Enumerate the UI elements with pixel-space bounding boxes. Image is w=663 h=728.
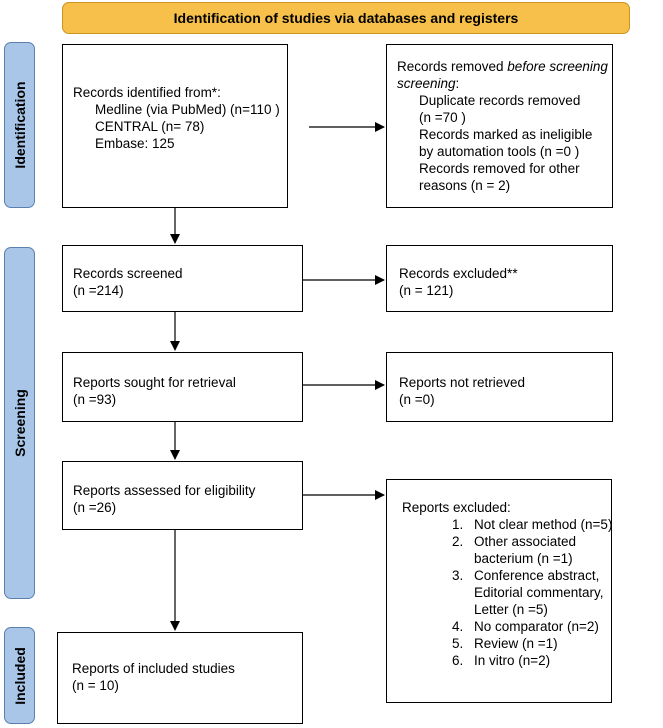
records-identified-box: Records identified from*: Medline (via P… xyxy=(62,44,288,208)
records-removed-title-end: screening: xyxy=(397,76,460,91)
records-excluded-count: (n = 121) xyxy=(399,283,454,298)
reports-sought-label: Reports sought for retrieval xyxy=(73,375,236,390)
exclusion-reason: 3.Conference abstract,Editorial commenta… xyxy=(452,568,604,617)
records-excluded-box: Records excluded** (n = 121) xyxy=(386,245,613,312)
removed-line-5: Records removed for other xyxy=(419,161,580,176)
phase-included: Included xyxy=(4,627,35,724)
exclusion-reasons-list: 1.Not clear method (n=5) 2.Other associa… xyxy=(402,516,613,669)
records-removed-box: Records removed before screening screeni… xyxy=(386,44,613,208)
exclusion-reason: 6.In vitro (n=2) xyxy=(452,653,551,668)
removed-line-1: Duplicate records removed xyxy=(419,93,581,108)
source-embase: Embase: 125 xyxy=(95,136,175,151)
source-medline: Medline (via PubMed) (n=110 ) xyxy=(95,102,280,117)
header-banner: Identification of studies via databases … xyxy=(62,2,630,34)
exclusion-reason: 1.Not clear method (n=5) xyxy=(452,517,613,532)
records-removed-title: Records removed before screening xyxy=(397,59,608,74)
included-studies-count: (n = 10) xyxy=(72,678,119,693)
removed-line-2: (n =70 ) xyxy=(419,110,466,125)
removed-line-3: Records marked as ineligible xyxy=(419,127,593,142)
exclusion-reason: 4.No comparator (n=2) xyxy=(452,619,599,634)
records-identified-title: Records identified from*: xyxy=(73,85,221,100)
reports-assessed-label: Reports assessed for eligibility xyxy=(73,483,256,498)
records-screened-label: Records screened xyxy=(73,266,183,281)
reports-excluded-box: Reports excluded: 1.Not clear method (n=… xyxy=(386,479,612,703)
reports-sought-count: (n =93) xyxy=(73,392,117,407)
reports-not-retrieved-count: (n =0) xyxy=(399,392,435,407)
removed-line-6: reasons (n = 2) xyxy=(419,178,511,193)
phase-screening: Screening xyxy=(4,247,35,599)
reports-assessed-count: (n =26) xyxy=(73,500,117,515)
reports-excluded-title: Reports excluded: xyxy=(402,500,511,515)
phase-identification: Identification xyxy=(4,42,35,208)
removed-line-4: by automation tools (n =0 ) xyxy=(419,144,580,159)
source-central: CENTRAL (n= 78) xyxy=(95,119,205,134)
included-studies-label: Reports of included studies xyxy=(72,661,235,676)
reports-assessed-box: Reports assessed for eligibility (n =26) xyxy=(62,461,303,530)
records-screened-count: (n =214) xyxy=(73,283,124,298)
records-excluded-label: Records excluded** xyxy=(399,266,518,281)
reports-not-retrieved-box: Reports not retrieved (n =0) xyxy=(386,352,613,422)
exclusion-reason: 5.Review (n =1) xyxy=(452,636,558,651)
records-screened-box: Records screened (n =214) xyxy=(62,245,303,312)
included-studies-box: Reports of included studies (n = 10) xyxy=(57,632,303,724)
reports-sought-box: Reports sought for retrieval (n =93) xyxy=(62,352,303,422)
header-title: Identification of studies via databases … xyxy=(173,10,519,26)
reports-not-retrieved-label: Reports not retrieved xyxy=(399,375,526,390)
